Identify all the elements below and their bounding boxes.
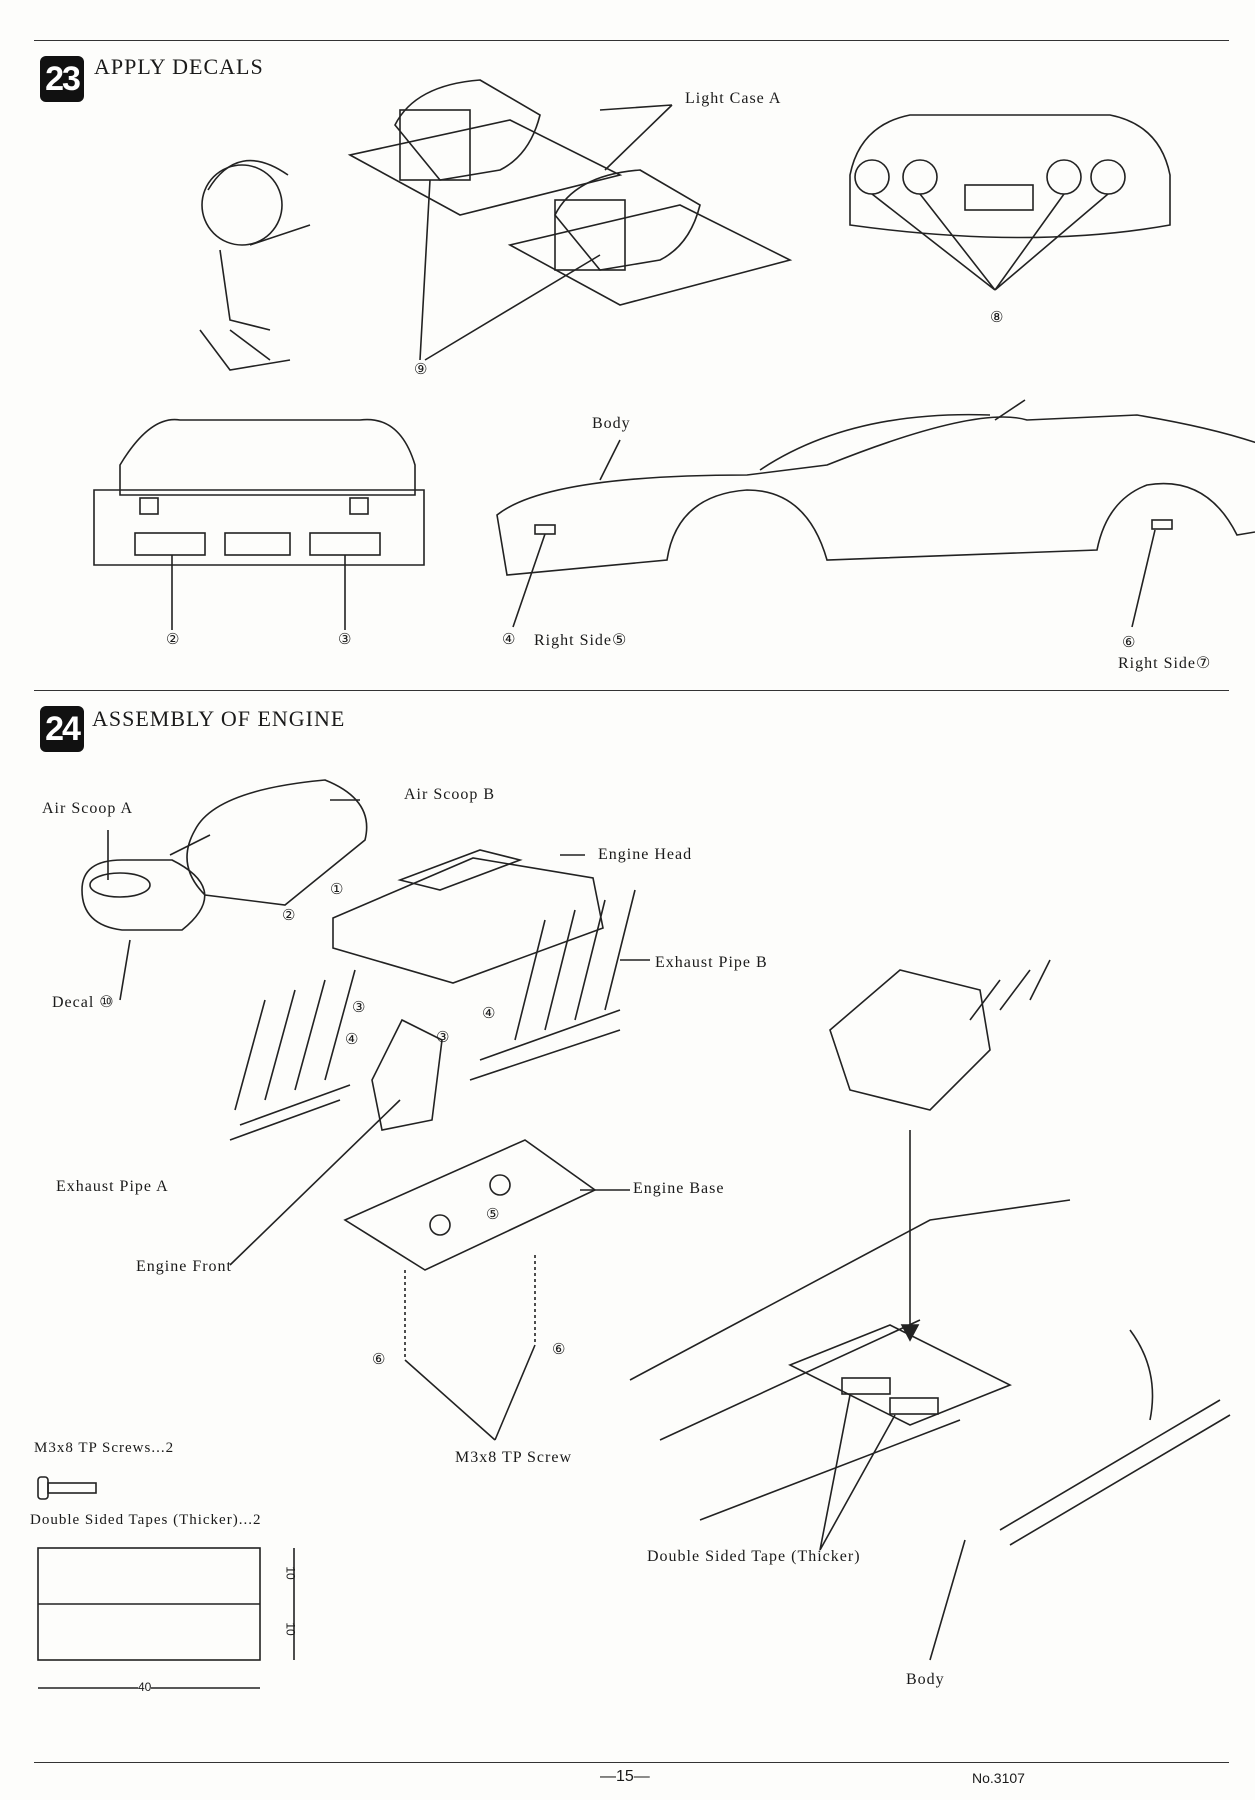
assembled-engine-drawing [829,959,1051,1342]
label-engine-front: Engine Front [136,1258,232,1275]
label-body-engine: Body [906,1671,945,1688]
light-case-a-drawing [347,79,793,306]
label-double-sided-tape: Double Sided Tape (Thicker) [647,1548,861,1565]
parts-tapes: Double Sided Tapes (Thicker)...2 [30,1512,262,1528]
engine-base-drawing [343,1139,597,1271]
model-number: No.3107 [972,1770,1025,1786]
marker-6a: ⑥ [372,1352,386,1368]
step-23-illustrations [93,79,1255,630]
air-scoop-a-drawing [81,859,206,931]
page-number: —15— [600,1768,650,1785]
label-air-scoop-a: Air Scoop A [42,800,133,817]
body-engine-bay-drawing [629,1199,1231,1661]
engine-head-drawing [332,849,604,984]
exhaust-pipe-b-drawing [469,889,636,1081]
label-engine-head: Engine Head [598,846,693,863]
mascot-illustration [199,159,311,371]
front-view-drawing [93,418,425,630]
label-body-side: Body [592,415,631,432]
step-24-number: 24 [40,706,84,752]
side-view-drawing [496,399,1255,628]
screw-icon [37,1476,97,1500]
label-decal-3: ③ [338,632,352,648]
label-right-side-5: Right Side⑤ [534,632,628,649]
label-engine-base: Engine Base [633,1180,725,1197]
top-rule [34,40,1229,41]
label-exhaust-pipe-b: Exhaust Pipe B [655,954,768,971]
marker-4b: ④ [482,1006,496,1022]
step-24-title: ASSEMBLY OF ENGINE [92,706,346,731]
label-right-side-7: Right Side⑦ [1118,655,1212,672]
label-decal-4: ④ [502,632,516,648]
step-23-title: APPLY DECALS [94,54,264,79]
label-decal-8: ⑧ [990,310,1004,326]
step-23-number: 23 [40,56,84,102]
dim-10-top: 10 [283,1566,298,1580]
marker-4a: ④ [345,1032,359,1048]
label-air-scoop-b: Air Scoop B [404,786,495,803]
marker-3a: ③ [352,1000,366,1016]
marker-2: ② [282,908,296,924]
tape-dimension-drawing [37,1547,295,1689]
label-exhaust-pipe-a: Exhaust Pipe A [56,1178,169,1195]
label-m3x8-tp-screw: M3x8 TP Screw [455,1449,572,1466]
dim-10-bottom: 10 [283,1622,298,1636]
label-decal-6: ⑥ [1122,635,1136,651]
marker-3b: ③ [436,1030,450,1046]
step-24-illustrations [37,779,1231,1689]
label-light-case-a: Light Case A [685,90,782,107]
exhaust-pipe-a-drawing [229,969,356,1141]
dim-40: 40 [138,1680,152,1694]
label-decal-2: ② [166,632,180,648]
engine-front-drawing [371,1018,443,1131]
footer-rule [34,1762,1229,1763]
label-decal-10: Decal ⑩ [52,994,115,1011]
marker-1: ① [330,882,344,898]
marker-5: ⑤ [486,1207,500,1223]
marker-6b: ⑥ [552,1342,566,1358]
rear-view-drawing [849,114,1171,291]
parts-screws: M3x8 TP Screws...2 [34,1440,175,1456]
label-decal-9: ⑨ [414,362,428,378]
section-rule [34,690,1229,691]
